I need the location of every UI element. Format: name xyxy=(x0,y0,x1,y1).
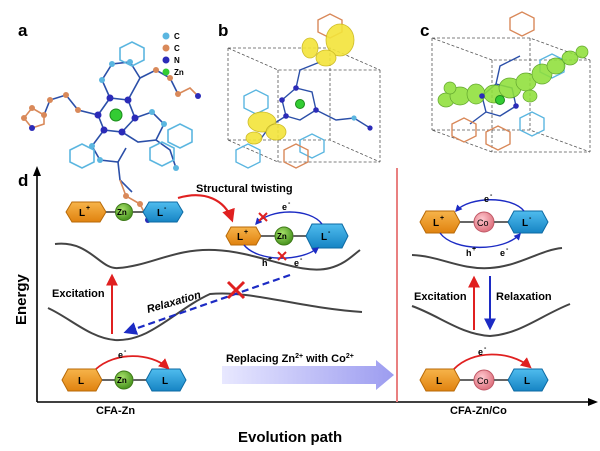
cfa-zn-co-label: CFA-Zn/Co xyxy=(450,405,507,417)
zn-label-3: Zn xyxy=(117,376,127,385)
complex-twisted: L + Zn L - e - h + e - xyxy=(225,200,349,268)
ligand-sup-2: - xyxy=(164,205,167,212)
co-label-1: Co xyxy=(477,218,489,228)
ligand-hex-blue-3 xyxy=(145,368,187,392)
panel-label-b: b xyxy=(218,21,228,40)
hole-label-1: h xyxy=(262,258,268,268)
ligand-sup-3: + xyxy=(244,229,248,236)
replacing-arrow xyxy=(222,360,394,390)
electron-sup-1: - xyxy=(288,200,291,207)
ligand-label-3: L xyxy=(237,232,243,243)
electron-sup-6: - xyxy=(484,345,487,352)
ground-electron-arrow-right xyxy=(453,353,532,370)
electron-label-1: e xyxy=(282,202,287,212)
electron-sup-4: - xyxy=(490,192,493,199)
ligand-sup-1: + xyxy=(86,205,90,212)
y-axis-arrowhead xyxy=(33,166,41,176)
ligand-label-2: L xyxy=(157,208,163,219)
hole-transfer-arrow-right xyxy=(439,232,521,249)
co-label-2: Co xyxy=(477,376,489,386)
excited-state-curve-left xyxy=(54,242,361,271)
panel-label-a: a xyxy=(18,21,28,40)
electron-sup-2: - xyxy=(300,256,303,263)
ligand-sup-7: + xyxy=(440,215,444,222)
ligand-label-9: L xyxy=(436,376,442,387)
ligand-label-1: L xyxy=(79,208,85,219)
y-axis-label: Energy xyxy=(13,273,30,325)
legend-dot-c1 xyxy=(162,32,170,40)
ligand-hex-blue-1 xyxy=(142,201,184,223)
twisting-arrow xyxy=(177,194,235,223)
unit-cell-c xyxy=(431,11,591,153)
ground-state-curve-right xyxy=(411,303,571,338)
legend-dot-c2 xyxy=(162,44,170,52)
zn-atom-1 xyxy=(115,203,133,221)
excitation-label-left: Excitation xyxy=(52,288,105,300)
hole-sup-1: + xyxy=(268,256,272,263)
complex-upper-right: L + Co L - e - h + e - xyxy=(419,192,549,258)
excited-state-curve-right xyxy=(411,247,563,270)
x-axis-label: Evolution path xyxy=(238,429,342,446)
zn-label-1: Zn xyxy=(117,208,127,217)
energy-diagram: Energy Evolution path Excitation Relaxat… xyxy=(13,166,598,446)
zn-label-2: Zn xyxy=(277,232,287,241)
ligand-label-7: L xyxy=(433,218,439,229)
legend-dot-zn xyxy=(162,68,170,76)
ligand-sup-4: - xyxy=(328,229,331,236)
atom-legend: C C N Zn xyxy=(162,32,184,77)
electron-sup-5: - xyxy=(506,246,509,253)
blocked-cross-lower xyxy=(277,251,287,261)
legend-dot-n xyxy=(162,56,170,64)
cfa-zn-label: CFA-Zn xyxy=(96,405,135,417)
ligand-hex-blue-5 xyxy=(507,368,549,392)
legend-label-c1: C xyxy=(174,32,180,41)
panel-label-d: d xyxy=(18,171,28,190)
ground-electron-arrow-left xyxy=(95,355,170,370)
x-axis-arrowhead xyxy=(588,398,598,406)
electron-label-6: e xyxy=(478,347,483,357)
electron-sup-3: - xyxy=(124,348,127,355)
complex-upper-left: L + Zn L - xyxy=(65,201,184,223)
electron-label-2: e xyxy=(294,258,299,268)
ligand-label-8: L xyxy=(522,218,528,229)
hole-label-2: h xyxy=(466,248,472,258)
ligand-label-4: L xyxy=(321,232,327,243)
complex-lower-right: L Co L e - xyxy=(419,345,549,392)
electron-label-4: e xyxy=(484,194,489,204)
hole-sup-2: + xyxy=(472,246,476,253)
excitation-label-right: Excitation xyxy=(414,291,467,303)
electron-label-5: e xyxy=(500,248,505,258)
panel-label-c: c xyxy=(420,21,429,40)
structural-twisting-label: Structural twisting xyxy=(196,183,293,195)
ligand-label-6: L xyxy=(162,376,168,387)
relaxation-label-left: Relaxation xyxy=(146,289,203,316)
blocked-cross-upper xyxy=(258,212,268,222)
replacing-label: Replacing Zn2+ with Co2+ xyxy=(226,353,354,365)
electron-label-3: e xyxy=(118,350,123,360)
relaxation-blocked-cross xyxy=(226,280,246,300)
electron-transfer-arrow-right xyxy=(455,199,525,213)
legend-label-zn: Zn xyxy=(174,68,184,77)
legend-label-c2: C xyxy=(174,44,180,53)
ground-state-curve-left xyxy=(47,292,363,342)
ligand-label-10: L xyxy=(524,376,530,387)
legend-label-n: N xyxy=(174,56,180,65)
relaxation-arrow-left xyxy=(123,273,291,335)
ligand-sup-8: - xyxy=(529,215,532,222)
complex-lower-left: L Zn L e - xyxy=(61,348,187,392)
relaxation-label-right: Relaxation xyxy=(496,291,552,303)
unit-cell-b xyxy=(227,13,381,169)
ligand-label-5: L xyxy=(78,376,84,387)
